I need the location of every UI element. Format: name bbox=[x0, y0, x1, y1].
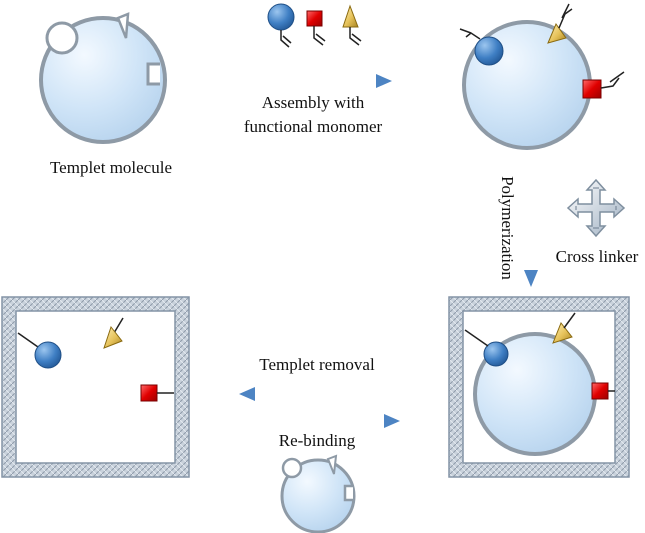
template-monomer-complex bbox=[459, 3, 625, 150]
cross-linker-label: Cross linker bbox=[556, 247, 639, 266]
template-label: Templet molecule bbox=[50, 158, 172, 177]
polymerization-label: Polymerization bbox=[498, 176, 517, 280]
rebinding-template-molecule bbox=[280, 454, 356, 533]
imprinted-polymer-cavity bbox=[1, 296, 190, 478]
triangle-monomer-icon bbox=[342, 4, 362, 46]
assembly-arrow bbox=[236, 74, 392, 88]
assembly-label-line1: Assembly with bbox=[262, 93, 365, 112]
template-molecule bbox=[39, 12, 167, 144]
template-removal-arrow bbox=[239, 387, 398, 401]
template-removal-label: Templet removal bbox=[259, 355, 375, 374]
imprinted-polymer-with-template bbox=[448, 296, 630, 478]
assembly-label-line2: functional monomer bbox=[244, 117, 383, 136]
cross-linker-icon bbox=[566, 178, 626, 238]
square-monomer-icon bbox=[306, 10, 326, 46]
circle-monomer-icon bbox=[267, 3, 295, 48]
rebinding-arrow bbox=[242, 414, 400, 428]
rebinding-label: Re-binding bbox=[279, 431, 356, 450]
polymerization-arrow bbox=[524, 172, 538, 287]
